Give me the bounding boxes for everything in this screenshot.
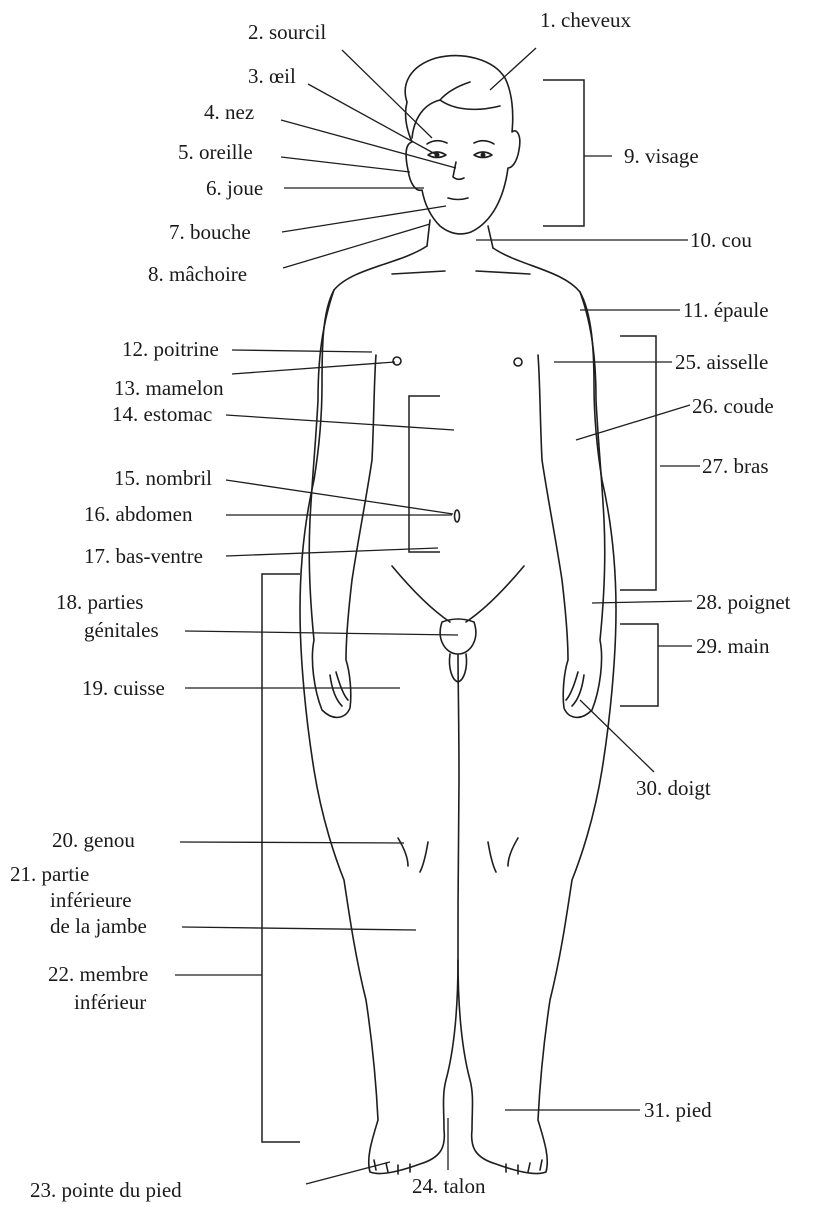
label-bras: 27. bras — [702, 454, 769, 478]
label-oreille: 5. oreille — [178, 140, 253, 164]
label-cuisse: 19. cuisse — [82, 676, 165, 700]
nose — [453, 162, 464, 179]
label-epaule: 11. épaule — [683, 298, 769, 322]
bracket-abdomen — [409, 396, 440, 552]
label-partie-inferieure-3: de la jambe — [50, 914, 147, 938]
arm-left — [309, 290, 376, 717]
bracket-visage — [543, 80, 584, 226]
label-aisselle: 25. aisselle — [675, 350, 768, 374]
label-bouche: 7. bouche — [169, 220, 251, 244]
label-joue: 6. joue — [206, 176, 263, 200]
hair-line — [412, 100, 500, 138]
label-coude: 26. coude — [692, 394, 774, 418]
label-membre-inferieur-1: 22. membre — [48, 962, 148, 986]
collarbone-left — [392, 271, 445, 274]
knee-right — [488, 838, 518, 872]
label-cheveux: 1. cheveux — [540, 8, 631, 32]
label-parties-genitales-2: génitales — [84, 618, 159, 642]
eyebrow-left — [427, 141, 447, 144]
fingers-left — [330, 672, 348, 706]
pupil-right — [481, 153, 486, 158]
genitals — [440, 619, 476, 654]
label-abdomen: 16. abdomen — [84, 502, 192, 526]
bracket-bras — [620, 336, 656, 590]
label-partie-inferieure-1: 21. partie — [10, 862, 89, 886]
label-cou: 10. cou — [690, 228, 752, 252]
label-poignet: 28. poignet — [696, 590, 791, 614]
label-nez: 4. nez — [204, 100, 254, 124]
label-bas-ventre: 17. bas-ventre — [84, 544, 203, 568]
collarbone-right — [476, 271, 530, 274]
label-oeil: 3. œil — [248, 64, 296, 88]
label-genou: 20. genou — [52, 828, 135, 852]
label-main: 29. main — [696, 634, 770, 658]
mouth — [448, 198, 468, 200]
label-membre-inferieur-2: inférieur — [74, 990, 146, 1014]
brackets — [262, 80, 658, 1142]
label-talon: 24. talon — [412, 1174, 486, 1198]
arm-right — [538, 292, 605, 717]
label-mamelon: 13. mamelon — [114, 376, 224, 400]
label-doigt: 30. doigt — [636, 776, 711, 800]
human-figure — [300, 56, 616, 1174]
label-pointe-du-pied: 23. pointe du pied — [30, 1178, 182, 1202]
label-partie-inferieure-2: inférieure — [50, 888, 132, 912]
head-outline — [405, 56, 520, 234]
nipple-left — [393, 357, 401, 365]
label-machoire: 8. mâchoire — [148, 262, 247, 286]
groin-line — [392, 566, 524, 622]
body-outline — [300, 246, 459, 1174]
nipple-right — [514, 358, 522, 366]
hair-part — [440, 82, 470, 100]
bracket-membre — [262, 574, 300, 1142]
label-estomac: 14. estomac — [112, 402, 212, 426]
label-visage: 9. visage — [624, 144, 699, 168]
label-sourcil: 2. sourcil — [248, 20, 326, 44]
label-parties-genitales-1: 18. parties — [56, 590, 143, 614]
bracket-main — [620, 624, 658, 706]
eyebrow-right — [474, 141, 494, 144]
leader-lines — [175, 48, 700, 1184]
label-pied: 31. pied — [644, 1098, 712, 1122]
navel — [455, 510, 460, 522]
label-poitrine: 12. poitrine — [122, 337, 219, 361]
label-nombril: 15. nombril — [114, 466, 212, 490]
